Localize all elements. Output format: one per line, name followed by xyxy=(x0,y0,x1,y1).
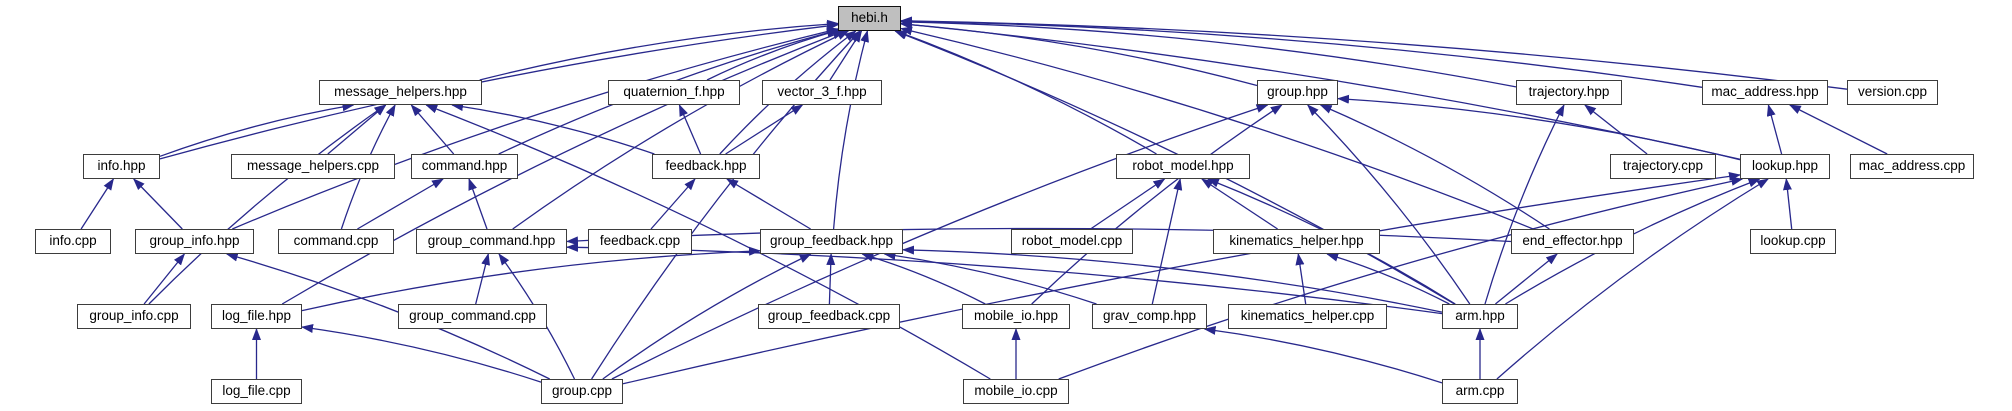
include-edge-group.cpp-to-group_feedback.hpp xyxy=(602,253,812,380)
graph-node-feedback.hpp[interactable]: feedback.hpp xyxy=(652,154,760,179)
include-edge-group_info.cpp-to-group_info.hpp xyxy=(143,253,186,305)
graph-node-log_file.cpp[interactable]: log_file.cpp xyxy=(211,379,302,404)
graph-node-group_command.hpp[interactable]: group_command.hpp xyxy=(416,229,567,254)
include-edge-group.cpp-to-lookup.hpp xyxy=(622,171,1741,385)
include-edge-group_command.hpp-to-hebi.h xyxy=(512,30,850,230)
include-edge-mac_address.cpp-to-mac_address.hpp xyxy=(1788,104,1888,155)
include-edge-message_helpers.hpp-to-hebi.h xyxy=(479,19,839,81)
graph-node-trajectory.hpp[interactable]: trajectory.hpp xyxy=(1516,80,1622,105)
include-edge-info.hpp-to-hebi.h xyxy=(159,21,839,160)
include-edge-version.cpp-to-hebi.h xyxy=(900,16,1848,90)
include-edge-arm.hpp-to-group.hpp xyxy=(1307,104,1471,305)
include-edge-group_info.hpp-to-hebi.h xyxy=(232,27,839,230)
include-edge-group_info.hpp-to-info.hpp xyxy=(133,178,183,230)
graph-node-command.cpp[interactable]: command.cpp xyxy=(278,229,394,254)
include-edge-end_effector.hpp-to-group.hpp xyxy=(1319,104,1550,230)
graph-node-lookup.hpp[interactable]: lookup.hpp xyxy=(1740,154,1830,179)
graph-node-vector_3_f.hpp[interactable]: vector_3_f.hpp xyxy=(762,80,882,105)
include-edge-grav_comp.hpp-to-robot_model.hpp xyxy=(1151,178,1183,305)
include-edge-group_info.cpp-to-message_helpers.hpp xyxy=(148,104,387,305)
include-edge-mac_address.hpp-to-hebi.h xyxy=(900,16,1703,88)
include-edge-command.hpp-to-message_helpers.hpp xyxy=(410,104,455,155)
graph-node-end_effector.hpp[interactable]: end_effector.hpp xyxy=(1511,229,1634,254)
include-edge-lookup.hpp-to-mac_address.hpp xyxy=(1766,104,1783,155)
graph-node-mac_address.hpp[interactable]: mac_address.hpp xyxy=(1702,80,1828,105)
graph-node-version.cpp[interactable]: version.cpp xyxy=(1847,80,1938,105)
include-edge-arm.hpp-to-kinematics_helper.hpp xyxy=(1326,252,1450,305)
graph-node-group.cpp[interactable]: group.cpp xyxy=(541,379,623,404)
graph-node-group.hpp[interactable]: group.hpp xyxy=(1257,80,1338,105)
include-edge-group_command.cpp-to-group_command.hpp xyxy=(475,253,490,305)
include-edge-arm.hpp-to-group_feedback.hpp xyxy=(902,245,1443,313)
include-edge-group.cpp-to-group.hpp xyxy=(611,104,1269,380)
include-edge-grav_comp.hpp-to-group_feedback.hpp xyxy=(883,251,1097,305)
include-edge-feedback.cpp-to-feedback.hpp xyxy=(650,178,696,230)
include-edge-arm.cpp-to-grav_comp.hpp xyxy=(1203,326,1443,384)
include-edge-message_helpers.cpp-to-message_helpers.hpp xyxy=(327,104,387,155)
include-edge-lookup.cpp-to-lookup.hpp xyxy=(1783,178,1793,230)
graph-node-message_helpers.cpp[interactable]: message_helpers.cpp xyxy=(231,154,395,179)
include-edge-mobile_io.cpp-to-message_helpers.hpp xyxy=(425,104,991,380)
include-edge-mobile_io.hpp-to-group.hpp xyxy=(1031,104,1283,305)
include-edge-group_feedback.hpp-to-feedback.hpp xyxy=(726,178,811,230)
include-edge-mobile_io.hpp-to-group_feedback.hpp xyxy=(861,252,986,305)
graph-node-info.hpp[interactable]: info.hpp xyxy=(83,154,160,179)
include-edge-log_file.hpp-to-hebi.h xyxy=(281,30,845,305)
graph-node-mobile_io.cpp[interactable]: mobile_io.cpp xyxy=(963,379,1069,404)
include-edge-group.cpp-to-hebi.h xyxy=(591,30,861,380)
graph-node-mobile_io.hpp[interactable]: mobile_io.hpp xyxy=(962,304,1070,329)
graph-node-lookup.cpp[interactable]: lookup.cpp xyxy=(1750,229,1836,254)
include-edge-quaternion_f.hpp-to-hebi.h xyxy=(706,29,839,81)
include-edge-kinematics_helper.cpp-to-kinematics_helper.hpp xyxy=(1295,253,1307,305)
include-edge-trajectory.hpp-to-hebi.h xyxy=(900,17,1517,88)
graph-node-trajectory.cpp[interactable]: trajectory.cpp xyxy=(1610,154,1716,179)
graph-node-robot_model.hpp[interactable]: robot_model.hpp xyxy=(1116,154,1250,179)
graph-node-info.cpp[interactable]: info.cpp xyxy=(35,229,111,254)
graph-root-node-hebi.h: hebi.h xyxy=(838,6,901,31)
include-edge-robot_model.hpp-to-hebi.h xyxy=(895,30,1157,155)
graph-node-kinematics_helper.hpp[interactable]: kinematics_helper.hpp xyxy=(1213,229,1380,254)
graph-node-quaternion_f.hpp[interactable]: quaternion_f.hpp xyxy=(608,80,740,105)
include-edge-arm.hpp-to-group_command.hpp xyxy=(566,242,1443,315)
graph-node-message_helpers.hpp[interactable]: message_helpers.hpp xyxy=(319,80,482,105)
include-edge-group.cpp-to-log_file.hpp xyxy=(301,324,542,383)
graph-node-group_feedback.cpp[interactable]: group_feedback.cpp xyxy=(758,304,900,329)
graph-node-log_file.hpp[interactable]: log_file.hpp xyxy=(211,304,302,329)
include-edge-group_command.hpp-to-command.hpp xyxy=(468,178,488,230)
graph-node-group_feedback.hpp[interactable]: group_feedback.hpp xyxy=(760,229,903,254)
graph-node-command.hpp[interactable]: command.hpp xyxy=(411,154,518,179)
graph-node-group_command.cpp[interactable]: group_command.cpp xyxy=(398,304,547,329)
include-edge-log_file.hpp-to-group_feedback.hpp xyxy=(301,246,761,312)
graph-node-group_info.hpp[interactable]: group_info.hpp xyxy=(135,229,254,254)
include-edge-feedback.hpp-to-quaternion_f.hpp xyxy=(678,104,702,155)
graph-node-feedback.cpp[interactable]: feedback.cpp xyxy=(588,229,692,254)
include-edge-mobile_io.cpp-to-lookup.hpp xyxy=(1058,176,1744,380)
include-edge-lookup.hpp-to-group.hpp xyxy=(1337,94,1741,161)
include-edge-trajectory.cpp-to-trajectory.hpp xyxy=(1584,104,1648,155)
include-edge-info.cpp-to-info.hpp xyxy=(80,178,114,230)
include-edge-group_feedback.cpp-to-group_feedback.hpp xyxy=(826,253,836,305)
graph-node-arm.hpp[interactable]: arm.hpp xyxy=(1442,304,1518,329)
graph-node-robot_model.cpp[interactable]: robot_model.cpp xyxy=(1011,229,1133,254)
include-edge-group.cpp-to-group_info.hpp xyxy=(225,252,550,380)
graph-node-grav_comp.hpp[interactable]: grav_comp.hpp xyxy=(1092,304,1207,329)
include-edge-arm.hpp-to-end_effector.hpp xyxy=(1494,253,1558,305)
include-edge-info.hpp-to-message_helpers.hpp xyxy=(159,102,355,157)
include-edge-arm.hpp-to-trajectory.hpp xyxy=(1484,104,1565,305)
graph-node-group_info.cpp[interactable]: group_info.cpp xyxy=(77,304,191,329)
include-edge-end_effector.hpp-to-hebi.h xyxy=(900,26,1534,230)
graph-node-arm.cpp[interactable]: arm.cpp xyxy=(1442,379,1518,404)
include-edge-robot_model.cpp-to-robot_model.hpp xyxy=(1090,178,1166,230)
include-edge-command.cpp-to-command.hpp xyxy=(357,178,444,230)
include-edge-feedback.hpp-to-message_helpers.hpp xyxy=(451,102,655,155)
include-edge-arm.cpp-to-lookup.hpp xyxy=(1496,178,1769,380)
graph-node-mac_address.cpp[interactable]: mac_address.cpp xyxy=(1850,154,1974,179)
include-edge-feedback.hpp-to-vector_3_f.hpp xyxy=(725,104,804,155)
include-edge-group_feedback.hpp-to-hebi.h xyxy=(832,30,869,230)
graph-node-kinematics_helper.cpp[interactable]: kinematics_helper.cpp xyxy=(1228,304,1387,329)
